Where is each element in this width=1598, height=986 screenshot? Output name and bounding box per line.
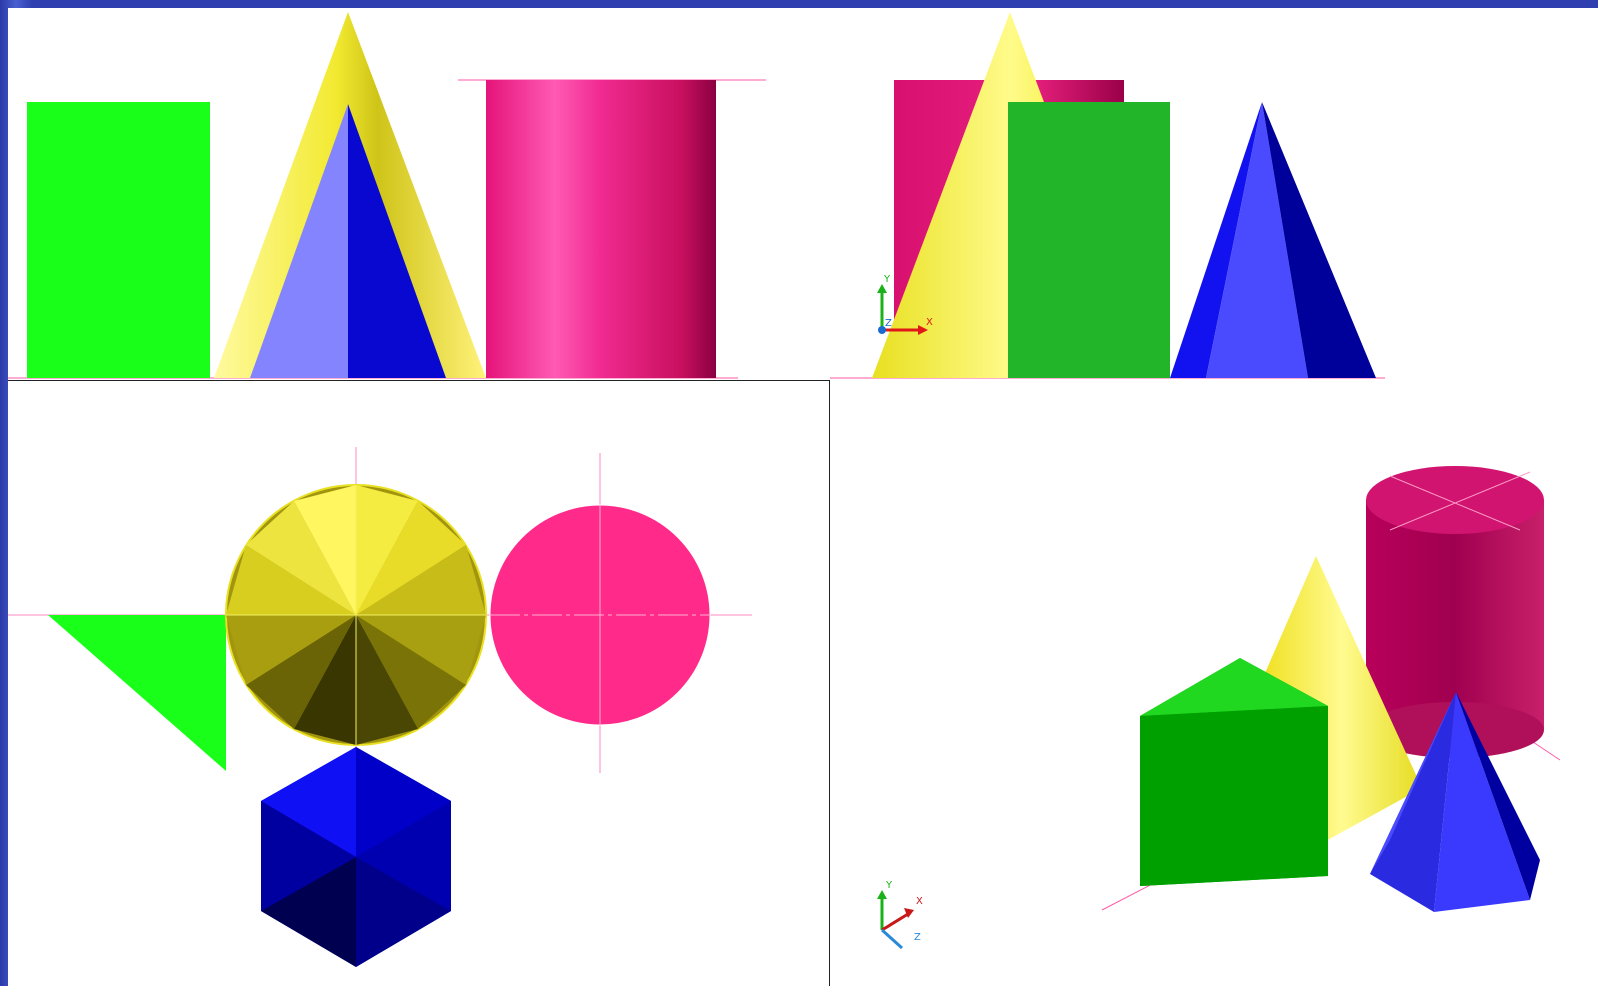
ucs-z-label: Z	[885, 318, 892, 329]
pyramid-side-right[interactable]	[1262, 102, 1376, 378]
pyramid-top[interactable]	[261, 747, 451, 967]
pyramid-front-light-face[interactable]	[250, 104, 348, 378]
triangular-prism-top[interactable]	[48, 615, 226, 771]
viewport-isometric[interactable]: Y X Z	[830, 380, 1598, 986]
ucs-iso-z-label: Z	[914, 932, 921, 943]
ucs-iso-x-label: X	[916, 896, 923, 907]
ucs-x-label: X	[926, 317, 933, 328]
cylinder-front[interactable]	[486, 80, 716, 378]
ucs-icon-iso: Y X Z	[877, 880, 923, 950]
viewport-top[interactable]	[8, 380, 830, 986]
ucs-iso-y-label: Y	[885, 880, 893, 891]
viewport-front[interactable]	[8, 8, 830, 380]
triangular-prism-side[interactable]	[1008, 102, 1170, 378]
ucs-icon: Y Z X	[877, 274, 933, 335]
isometric-view-drawing: Y X Z	[877, 466, 1561, 950]
pyramid-side-mid[interactable]	[1206, 102, 1308, 378]
viewport-side[interactable]: Y Z X	[830, 8, 1598, 380]
top-view-drawing	[8, 447, 752, 967]
pyramid-side-left[interactable]	[1170, 102, 1262, 378]
pyramid-iso[interactable]	[1370, 692, 1540, 912]
ucs-y-label: Y	[883, 274, 891, 285]
pyramid-front-dark-face[interactable]	[348, 104, 446, 378]
triangular-prism-front[interactable]	[27, 102, 210, 378]
side-view-drawing: Y Z X	[830, 12, 1385, 379]
front-view-drawing	[8, 12, 766, 379]
cone-top[interactable]	[225, 484, 487, 746]
triangular-prism-iso[interactable]	[1140, 658, 1328, 886]
